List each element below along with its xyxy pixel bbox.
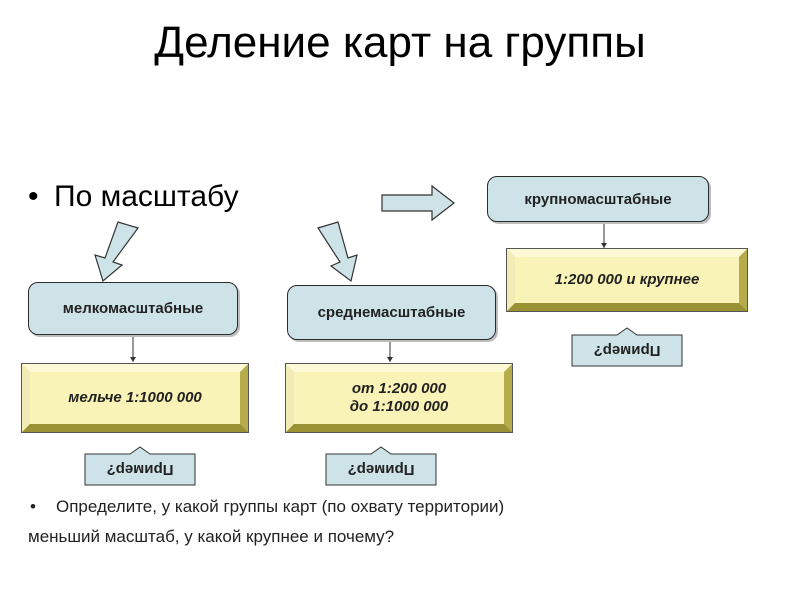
example-box-shape [325, 446, 437, 486]
medium-scale-label-text: среднемасштабные [317, 303, 466, 321]
medium-scale-range-box: от 1:200 000 до 1:1000 000 [285, 363, 513, 433]
arrow-down-to-medium [317, 221, 358, 283]
question-line1: • Определите, у какой группы карт (по охв… [28, 492, 788, 522]
question-line2: меньший масштаб, у какой крупнее и почем… [28, 527, 395, 546]
large-scale-example-text: Пример? [593, 342, 661, 360]
medium-scale-label: среднемасштабные [287, 285, 496, 340]
small-scale-range-text: мельче 1:1000 000 [68, 389, 202, 406]
arrow-down-to-small [94, 221, 139, 283]
large-scale-label-text: крупномасштабные [524, 190, 672, 208]
question-text: • Определите, у какой группы карт (по охв… [28, 492, 788, 552]
small-scale-label-text: мелкомасштабные [62, 300, 204, 317]
page-title: Деление карт на группы [154, 18, 646, 67]
bullet-by-scale: • По масштабу [28, 180, 239, 214]
large-scale-range-text: 1:200 000 и крупнее [554, 271, 700, 288]
large-scale-range-box: 1:200 000 и крупнее [506, 248, 748, 312]
bullet-dot: • [28, 180, 39, 213]
large-scale-example-box[interactable]: Пример? [571, 327, 683, 367]
question-line1-text: Определите, у какой группы карт (по охва… [56, 497, 505, 516]
medium-scale-range-line1: от 1:200 000 [351, 380, 447, 397]
small-scale-example-box[interactable]: Пример? [84, 446, 196, 486]
medium-scale-example-box[interactable]: Пример? [325, 446, 437, 486]
bullet-text: По масштабу [54, 180, 239, 213]
medium-scale-example-text: Пример? [347, 461, 415, 479]
small-scale-example-text: Пример? [106, 461, 174, 479]
small-scale-label: мелкомасштабные [28, 282, 238, 335]
small-scale-range-box: мельче 1:1000 000 [21, 363, 249, 433]
medium-scale-range-text: от 1:200 000 до 1:1000 000 [350, 380, 449, 416]
bullet-dot: • [30, 497, 36, 516]
large-scale-label: крупномасштабные [487, 176, 709, 222]
example-box-shape [84, 446, 196, 486]
medium-scale-range-line2: до 1:1000 000 [349, 398, 449, 415]
arrow-right-to-large [381, 184, 455, 222]
example-box-shape [571, 327, 683, 367]
